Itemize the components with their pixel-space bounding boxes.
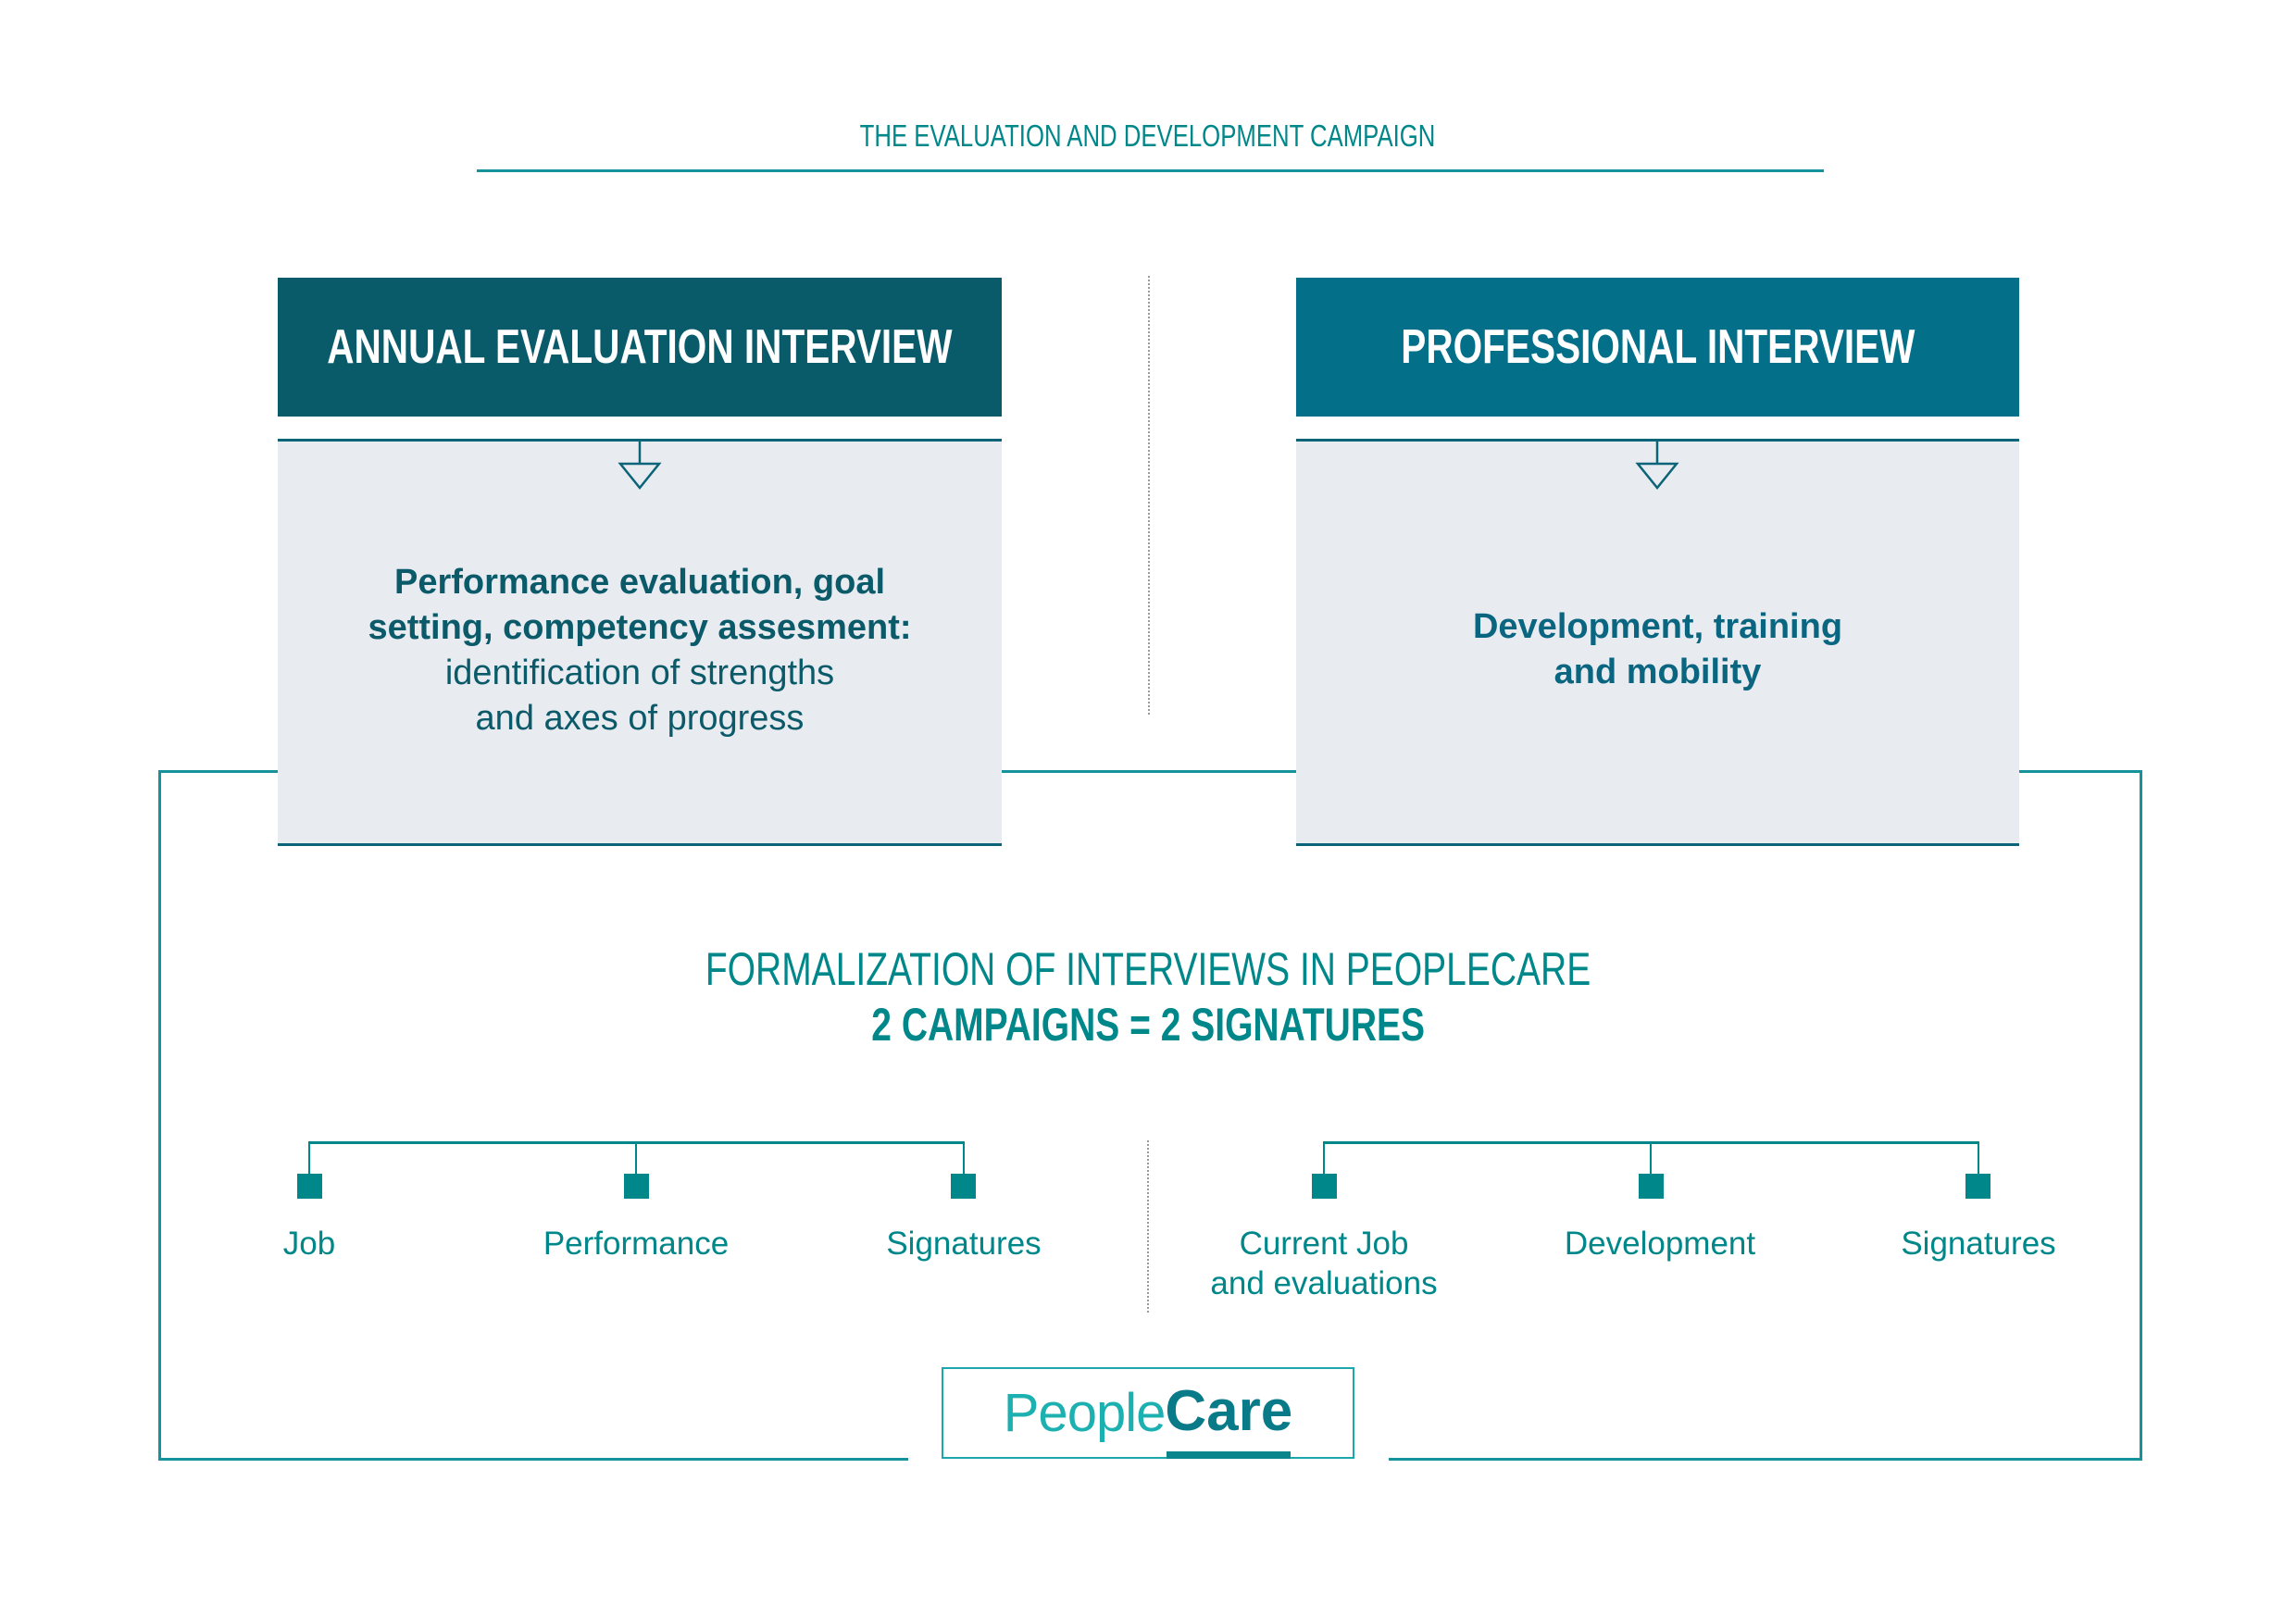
tree-node-marker [297, 1174, 322, 1199]
column-divider-bottom [1147, 1140, 1149, 1313]
description-line: identification of strengths [444, 653, 835, 692]
annual-evaluation-panel: Performance evaluation, goal setting, co… [278, 439, 1002, 846]
formalization-heading-text: FORMALIZATION OF INTERVIEWS IN PEOPLECAR… [705, 943, 1591, 995]
professional-interview-header: PROFESSIONAL INTERVIEW [1296, 278, 2019, 417]
tree-branch [963, 1141, 965, 1175]
formalization-subheading-text: 2 CAMPAIGNS = 2 SIGNATURES [871, 999, 1425, 1051]
frame-bottom-left [158, 1458, 908, 1461]
annual-evaluation-description: Performance evaluation, goal setting, co… [278, 560, 1002, 741]
tree-branch [308, 1141, 310, 1175]
tree-node-label-signatures: Signatures [1901, 1226, 2056, 1262]
column-divider-top [1148, 276, 1150, 715]
description-bold-line: setting, competency assesment: [368, 608, 912, 647]
tree-node-label-job: Job [282, 1226, 336, 1262]
description-bold-line: and mobility [1554, 653, 1762, 691]
tree-node-marker [1312, 1174, 1337, 1199]
professional-interview-description: Development, training and mobility [1296, 604, 2019, 695]
description-bold-line: Performance evaluation, goal [393, 563, 886, 602]
description-bold-line: Development, training [1472, 607, 1843, 646]
logo-text-care: Care [1165, 1378, 1292, 1459]
arrow-down-icon [618, 442, 662, 490]
formalization-heading: FORMALIZATION OF INTERVIEWS IN PEOPLECAR… [0, 942, 2296, 996]
tree-node-marker [951, 1174, 976, 1199]
frame-top-right [2019, 770, 2142, 773]
frame-top-middle [1002, 770, 1296, 773]
diagram-title-text: THE EVALUATION AND DEVELOPMENT CAMPAIGN [860, 118, 1436, 153]
formalization-subheading: 2 CAMPAIGNS = 2 SIGNATURES [0, 998, 2296, 1052]
professional-interview-header-text: PROFESSIONAL INTERVIEW [1400, 320, 1915, 374]
frame-left [158, 770, 161, 1461]
arrow-down-icon [1635, 442, 1679, 490]
tree-node-marker [624, 1174, 649, 1199]
annual-evaluation-header: ANNUAL EVALUATION INTERVIEW [278, 278, 1002, 417]
description-line: and axes of progress [475, 699, 805, 738]
tree-branch [1650, 1141, 1652, 1175]
tree-node-label-performance: Performance [543, 1226, 730, 1262]
tree-node-label-signatures: Signatures [886, 1226, 1042, 1262]
tree-node-marker [1965, 1174, 1990, 1199]
tree-node-label-current-job: Current Job and evaluations [1210, 1226, 1438, 1301]
tree-node-label-development: Development [1564, 1226, 1756, 1262]
tree-branch [635, 1141, 637, 1175]
frame-right [2140, 770, 2142, 1461]
tree-branch [1978, 1141, 1979, 1175]
tree-branch [1323, 1141, 1325, 1175]
title-rule [477, 169, 1824, 172]
logo-text-people: People [1003, 1383, 1167, 1443]
diagram-title: THE EVALUATION AND DEVELOPMENT CAMPAIGN [0, 118, 2296, 154]
professional-interview-panel: Development, training and mobility [1296, 439, 2019, 846]
frame-bottom-right [1389, 1458, 2142, 1461]
tree-node-marker [1639, 1174, 1664, 1199]
frame-top-left [158, 770, 278, 773]
annual-evaluation-header-text: ANNUAL EVALUATION INTERVIEW [327, 320, 953, 374]
